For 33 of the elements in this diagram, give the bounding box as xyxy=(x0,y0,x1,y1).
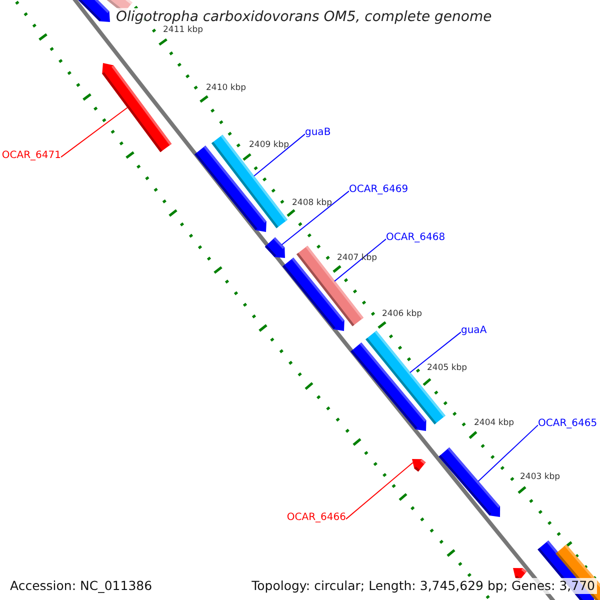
ruler-label: 2408 kbp xyxy=(292,198,332,209)
gene-feature xyxy=(264,237,285,258)
ruler-label: 2405 kbp xyxy=(427,363,468,374)
leader-line xyxy=(410,332,462,373)
gene-label: OCAR_6469 xyxy=(349,183,408,196)
ruler-label: 2407 kbp xyxy=(337,253,378,264)
gene-feature xyxy=(194,146,266,232)
gene-feature xyxy=(77,0,110,22)
leader-line xyxy=(281,190,350,246)
gene-feature xyxy=(438,447,500,517)
leader-line xyxy=(346,462,414,520)
leader-line xyxy=(334,238,386,282)
ruler-label: 2403 kbp xyxy=(520,472,560,483)
leader-line xyxy=(254,134,306,177)
ruler-label: 2411 kbp xyxy=(163,25,204,36)
map-title: Oligotropha carboxidovorans OM5, complete genome xyxy=(116,8,492,26)
gene-feature xyxy=(412,459,426,472)
gene-feature xyxy=(102,63,172,152)
ruler-label: 2410 kbp xyxy=(206,83,246,94)
gene-label: OCAR_6466 xyxy=(286,511,346,524)
gene-label: OCAR_6471 xyxy=(2,149,61,162)
gene-label: guaA xyxy=(461,324,487,337)
leader-line xyxy=(478,424,538,482)
gene-label: guaB xyxy=(305,126,331,139)
leader-line xyxy=(60,106,128,158)
ruler-label: 2406 kbp xyxy=(382,309,422,320)
ruler-label: 2404 kbp xyxy=(474,418,514,429)
gene-label: OCAR_6465 xyxy=(538,417,598,430)
ruler-label: 2409 kbp xyxy=(249,140,290,151)
gene-label: OCAR_6468 xyxy=(386,231,446,244)
genome-stats-text: Topology: circular; Length: 3,745,629 bp; Genes: 3,770 xyxy=(250,578,597,594)
gene-feature xyxy=(350,342,426,431)
accession-text: Accession: NC_011386 xyxy=(8,578,154,594)
